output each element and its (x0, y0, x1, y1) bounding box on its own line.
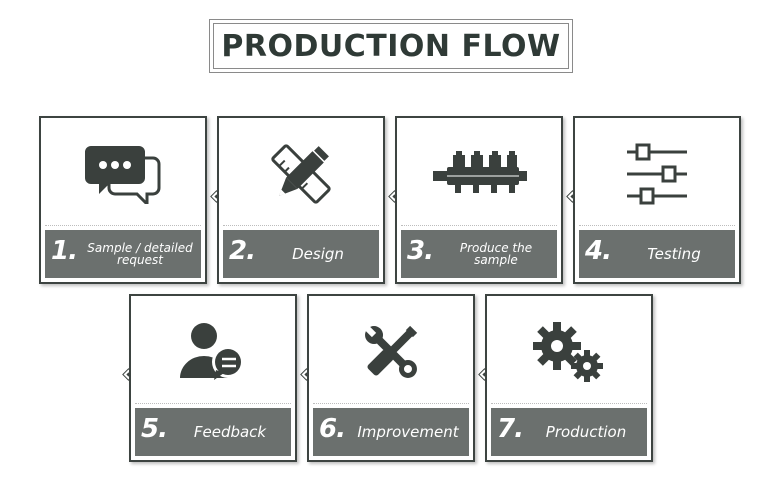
step-card-7: 7. Production (485, 294, 653, 462)
step-label: Testing (647, 244, 701, 263)
step-number: 7. (497, 414, 524, 444)
step-card-3: 3. Produce the sample (395, 116, 563, 284)
title-frame: PRODUCTION FLOW (209, 19, 573, 73)
person-chat-icon (131, 296, 295, 408)
step-number: 1. (51, 236, 78, 266)
step-band: 3. Produce the sample (401, 225, 557, 278)
step-band: 2. Design (223, 225, 379, 278)
step-label: Design (292, 244, 344, 263)
chat-bubbles-icon (41, 118, 205, 230)
sliders-icon (575, 118, 739, 230)
step-band: 7. Production (491, 403, 647, 456)
step-number: 3. (407, 236, 434, 266)
wrench-screwdriver-icon (309, 296, 473, 408)
step-number: 2. (229, 236, 256, 266)
step-number: 6. (319, 414, 346, 444)
gears-icon (487, 296, 651, 408)
page-title: PRODUCTION FLOW (221, 28, 561, 64)
step-label: Production (545, 422, 627, 441)
step-card-1: 1. Sample / detailed request (39, 116, 207, 284)
step-band: 5. Feedback (135, 403, 291, 456)
step-number: 5. (141, 414, 168, 444)
step-number: 4. (585, 236, 612, 266)
step-card-5: 5. Feedback (129, 294, 297, 462)
step-label: Produce the sample (459, 241, 533, 267)
step-card-2: 2. Design (217, 116, 385, 284)
step-label: Feedback (193, 422, 267, 441)
pencil-ruler-icon (219, 118, 383, 230)
step-label: Sample / detailed request (87, 241, 193, 267)
step-card-6: 6. Improvement (307, 294, 475, 462)
step-band: 4. Testing (579, 225, 735, 278)
step-label: Improvement (357, 422, 459, 441)
step-band: 6. Improvement (313, 403, 469, 456)
step-band: 1. Sample / detailed request (45, 225, 201, 278)
step-card-4: 4. Testing (573, 116, 741, 284)
machine-part-icon (397, 118, 561, 230)
